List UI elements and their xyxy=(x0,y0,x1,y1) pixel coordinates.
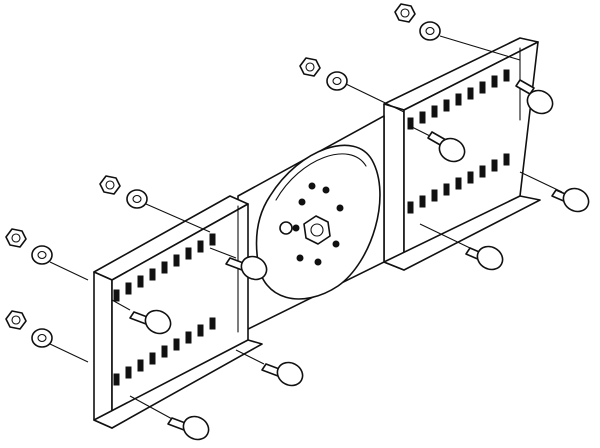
hex-nut-icon xyxy=(5,228,27,248)
washer-icon xyxy=(126,189,148,209)
carriage-bolt-icon xyxy=(427,131,466,163)
carriage-bolt-icon xyxy=(225,255,268,281)
left-channel-lower-slots xyxy=(113,317,216,386)
carriage-bolt-icon xyxy=(261,361,304,387)
assembly-leader-lines xyxy=(49,35,563,421)
left-tray-channel xyxy=(93,195,263,429)
right-channel-lower-slots xyxy=(407,153,510,214)
left-channel-upper-slots xyxy=(113,233,216,302)
carriage-bolt-icon xyxy=(515,79,554,115)
washer-icon xyxy=(31,328,53,348)
carriage-bolt-icon xyxy=(129,309,172,335)
plate-hole-pattern xyxy=(279,182,344,266)
hex-nut-icon xyxy=(299,57,321,77)
washer-icon xyxy=(31,245,53,265)
right-channel-upper-slots xyxy=(407,69,510,130)
washer-icon xyxy=(419,21,441,41)
right-tray-channel xyxy=(383,37,541,271)
center-hex-nut-icon xyxy=(303,215,331,245)
carriage-bolt-icon xyxy=(465,245,504,271)
hex-nut-icon xyxy=(5,310,27,330)
center-pivot-plate xyxy=(237,115,385,335)
washer-icon xyxy=(326,71,348,91)
carriage-bolt-icon xyxy=(551,187,590,213)
hex-nut-icon xyxy=(99,175,121,195)
carriage-bolt-icon xyxy=(167,415,210,441)
hex-nut-icon xyxy=(394,3,416,23)
